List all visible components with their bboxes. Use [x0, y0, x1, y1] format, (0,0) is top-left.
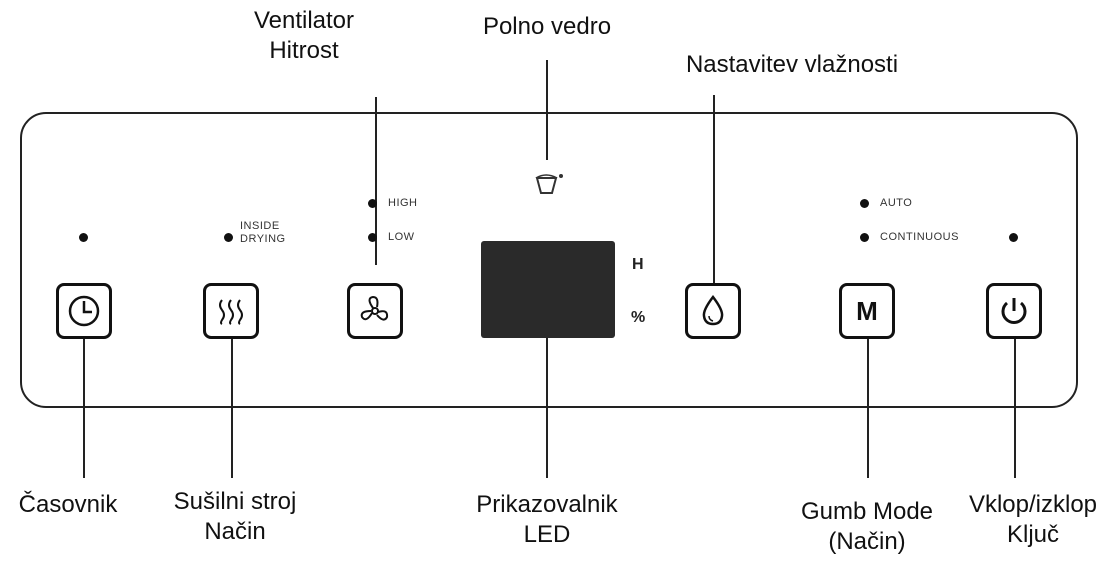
fan-icon	[360, 295, 389, 321]
leader-line-led	[546, 338, 548, 478]
mode-auto-label: AUTO	[880, 197, 913, 209]
inside-drying-indicator	[224, 233, 233, 242]
callout-dryer-mode: Sušilni stroj Način	[165, 487, 305, 547]
mode-auto-indicator	[860, 199, 869, 208]
mode-m-icon: M	[856, 295, 878, 326]
fan-low-label: LOW	[388, 231, 415, 243]
leader-line-power	[1014, 338, 1016, 478]
callout-mode-button: Gumb Mode (Način)	[792, 497, 942, 557]
leader-line-dryer	[231, 338, 233, 478]
control-panel	[20, 112, 1078, 408]
mode-continuous-indicator	[860, 233, 869, 242]
display-unit-percent: %	[631, 309, 646, 326]
led-display	[481, 241, 615, 338]
mode-continuous-label: CONTINUOUS	[880, 231, 959, 243]
humidity-setting-button[interactable]	[685, 283, 741, 339]
callout-humidity-setting: Nastavitev vlažnosti	[685, 51, 899, 78]
callout-led-display-line2: LED	[523, 521, 571, 548]
inside-drying-label: INSIDE DRYING	[240, 220, 286, 246]
callout-fan-speed: Ventilator Hitrost	[239, 6, 369, 66]
callout-dryer-mode-line2: Način	[204, 518, 266, 545]
timer-indicator	[79, 233, 88, 242]
fan-high-label: HIGH	[388, 197, 418, 209]
leader-line-timer	[83, 338, 85, 478]
callout-led-display-line1: Prikazovalnik	[476, 491, 618, 518]
water-drop-icon	[702, 294, 724, 326]
power-indicator	[1009, 233, 1018, 242]
callout-timer: Časovnik	[18, 491, 118, 518]
clock-icon	[68, 295, 100, 327]
callout-mode-button-line1: Gumb Mode	[800, 498, 934, 525]
fan-speed-button[interactable]	[347, 283, 403, 339]
leader-line-bucket	[546, 60, 548, 160]
leader-line-fan	[375, 97, 377, 265]
callout-full-bucket: Polno vedro	[482, 13, 612, 40]
inside-drying-line1: INSIDE	[240, 220, 280, 232]
callout-power-key-line1: Vklop/izklop	[968, 491, 1098, 518]
display-unit-h: H	[632, 256, 644, 273]
callout-led-display: Prikazovalnik LED	[462, 490, 632, 550]
fan-high-indicator	[368, 199, 377, 208]
callout-fan-speed-line1: Ventilator	[253, 7, 355, 34]
dryer-mode-button[interactable]	[203, 283, 259, 339]
power-icon	[1001, 298, 1027, 324]
callout-dryer-mode-line1: Sušilni stroj	[173, 488, 297, 515]
callout-fan-speed-line2: Hitrost	[269, 37, 339, 64]
callout-power-key-line2: Ključ	[1006, 521, 1060, 548]
power-button[interactable]	[986, 283, 1042, 339]
timer-button[interactable]	[56, 283, 112, 339]
callout-mode-button-line2: (Način)	[828, 528, 906, 555]
callout-power-key: Vklop/izklop Ključ	[953, 490, 1113, 550]
heat-waves-icon	[219, 299, 243, 325]
leader-line-mode	[867, 338, 869, 478]
inside-drying-line2: DRYING	[240, 233, 286, 245]
bucket-icon	[535, 174, 563, 194]
leader-line-humidity	[713, 95, 715, 285]
mode-button[interactable]: M	[839, 283, 895, 339]
fan-low-indicator	[368, 233, 377, 242]
